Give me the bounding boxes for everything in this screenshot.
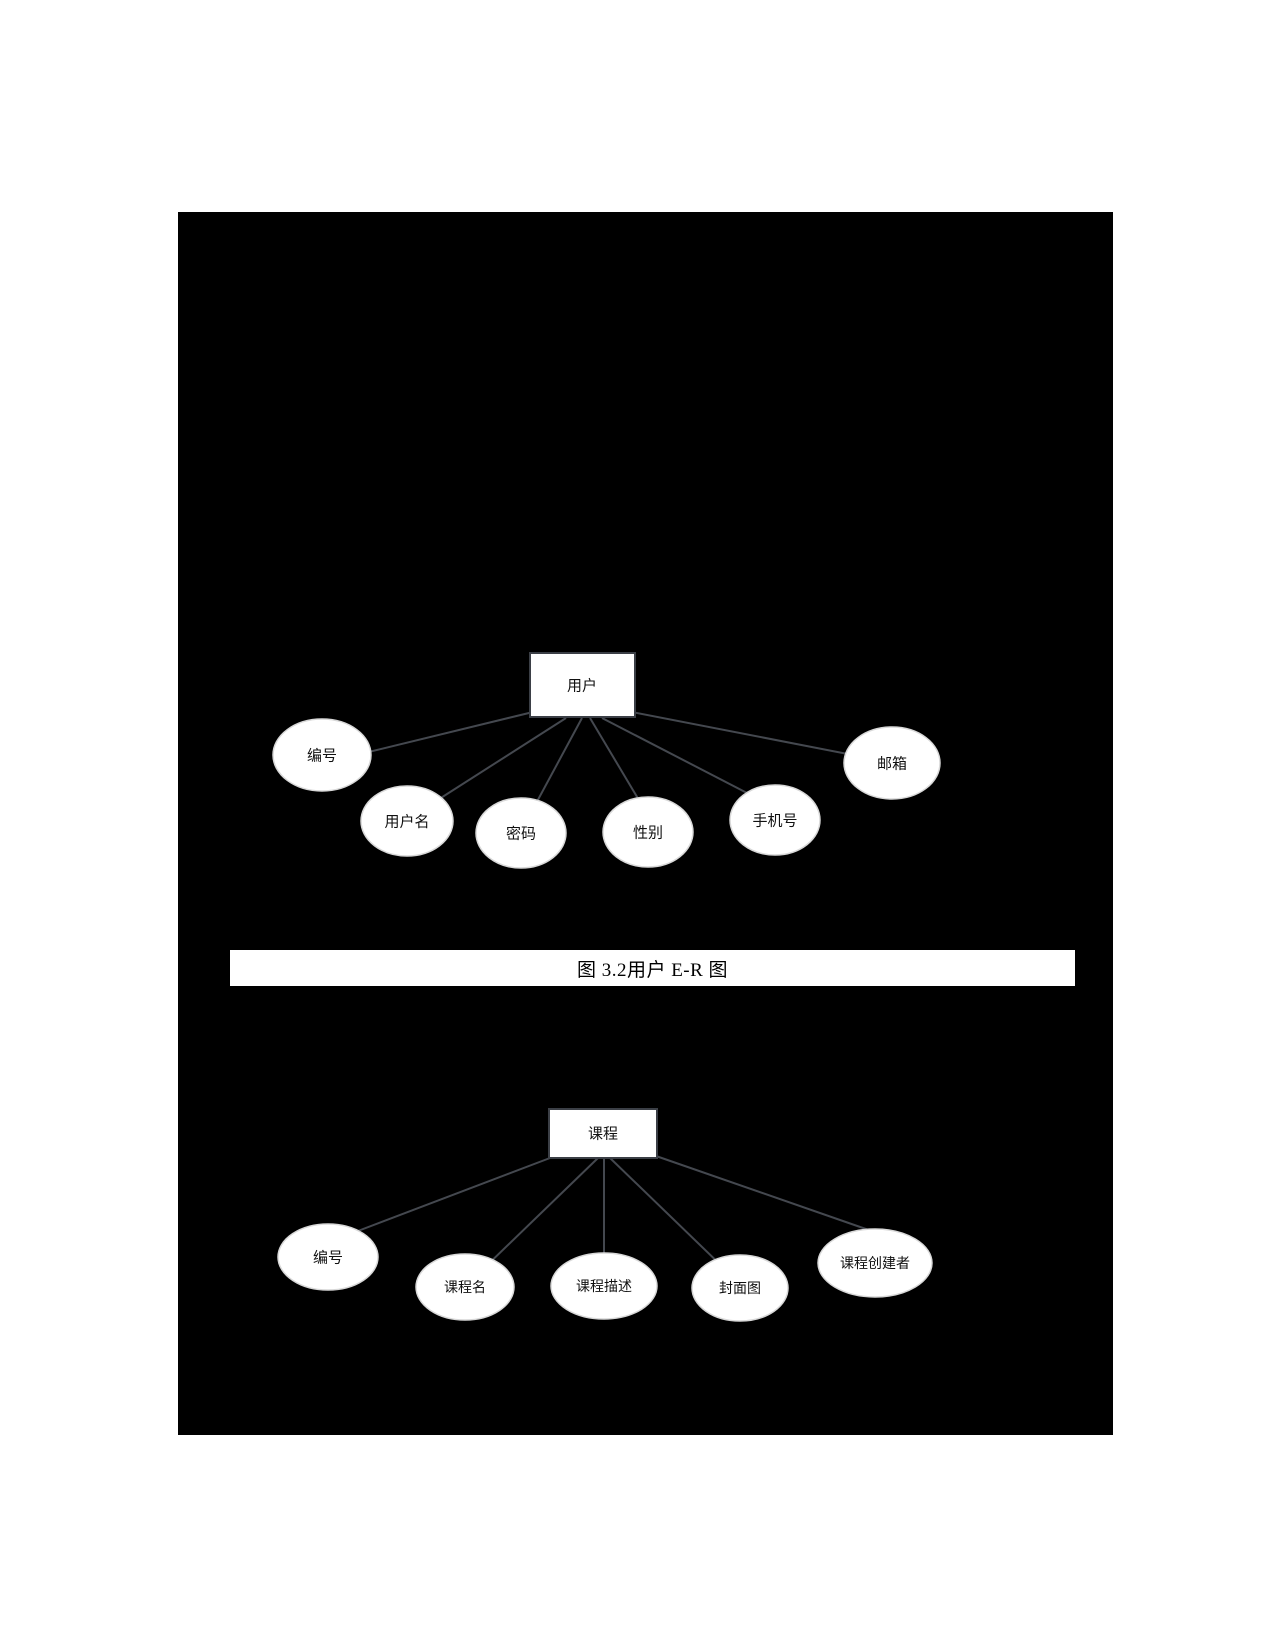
attribute-label: 性别 bbox=[633, 824, 663, 842]
attribute-label: 编号 bbox=[313, 1249, 343, 1267]
attribute-ellipse bbox=[691, 1254, 789, 1322]
attribute-ellipse bbox=[277, 1223, 379, 1291]
attribute-label: 课程创建者 bbox=[840, 1256, 910, 1272]
attribute-ellipse bbox=[729, 784, 821, 856]
attribute-node-bianhao[interactable]: 编号 bbox=[272, 718, 372, 792]
attribute-ellipse bbox=[360, 785, 454, 857]
figure-caption: 图 3.2用户 E-R 图 bbox=[230, 950, 1075, 986]
user-er-diagram: 用户 编号 用户名 密码 性别 手机号 bbox=[178, 212, 1113, 952]
attribute-label: 编号 bbox=[307, 747, 337, 765]
edge-entity-to-bianhao bbox=[349, 1157, 551, 1235]
attribute-label: 邮箱 bbox=[877, 755, 907, 773]
edge-entity-to-kechengchuangjianzhe bbox=[655, 1155, 887, 1237]
attribute-node-yonghuming[interactable]: 用户名 bbox=[360, 785, 454, 857]
attribute-ellipse bbox=[475, 797, 567, 869]
figure-caption-text: 图 3.2用户 E-R 图 bbox=[576, 959, 729, 981]
attribute-ellipse bbox=[272, 718, 372, 792]
attribute-node-kechengchuangjianzhe[interactable]: 课程创建者 bbox=[817, 1228, 933, 1298]
attribute-label: 封面图 bbox=[719, 1281, 761, 1297]
attribute-label: 课程名 bbox=[444, 1280, 486, 1296]
attribute-ellipse bbox=[550, 1252, 658, 1320]
attribute-ellipse bbox=[817, 1228, 933, 1298]
attribute-node-youxiang[interactable]: 邮箱 bbox=[843, 726, 941, 800]
attribute-label: 手机号 bbox=[752, 812, 797, 830]
attribute-ellipse bbox=[602, 796, 694, 868]
attribute-node-kechengmiaoshu[interactable]: 课程描述 bbox=[550, 1252, 658, 1320]
course-er-diagram: 课程 编号 课程名 课程描述 封面图 课程创建者 bbox=[178, 986, 1113, 1435]
course-edges bbox=[349, 1155, 887, 1275]
edge-entity-to-yonghuming bbox=[421, 717, 567, 811]
edge-entity-to-bianhao bbox=[347, 711, 534, 758]
attribute-ellipse bbox=[415, 1253, 515, 1321]
entity-rect bbox=[529, 652, 636, 718]
attribute-node-bianhao[interactable]: 编号 bbox=[277, 1223, 379, 1291]
attribute-label: 课程描述 bbox=[576, 1279, 632, 1295]
attribute-label: 密码 bbox=[506, 825, 536, 843]
attribute-ellipse bbox=[843, 726, 941, 800]
attribute-node-fengmiantu[interactable]: 封面图 bbox=[691, 1254, 789, 1322]
entity-label: 课程 bbox=[588, 1125, 618, 1143]
attribute-node-mima[interactable]: 密码 bbox=[475, 797, 567, 869]
entity-node-course[interactable]: 课程 bbox=[548, 1108, 658, 1159]
entity-rect bbox=[548, 1108, 658, 1159]
edge-entity-to-fengmiantu bbox=[609, 1157, 731, 1275]
attribute-label: 用户名 bbox=[384, 813, 429, 831]
attribute-node-kechengming[interactable]: 课程名 bbox=[415, 1253, 515, 1321]
attribute-node-shoujihao[interactable]: 手机号 bbox=[729, 784, 821, 856]
entity-node-user[interactable]: 用户 bbox=[529, 652, 636, 718]
edge-entity-to-kechengming bbox=[477, 1157, 599, 1275]
entity-label: 用户 bbox=[567, 677, 597, 695]
attribute-node-xingbie[interactable]: 性别 bbox=[602, 796, 694, 868]
